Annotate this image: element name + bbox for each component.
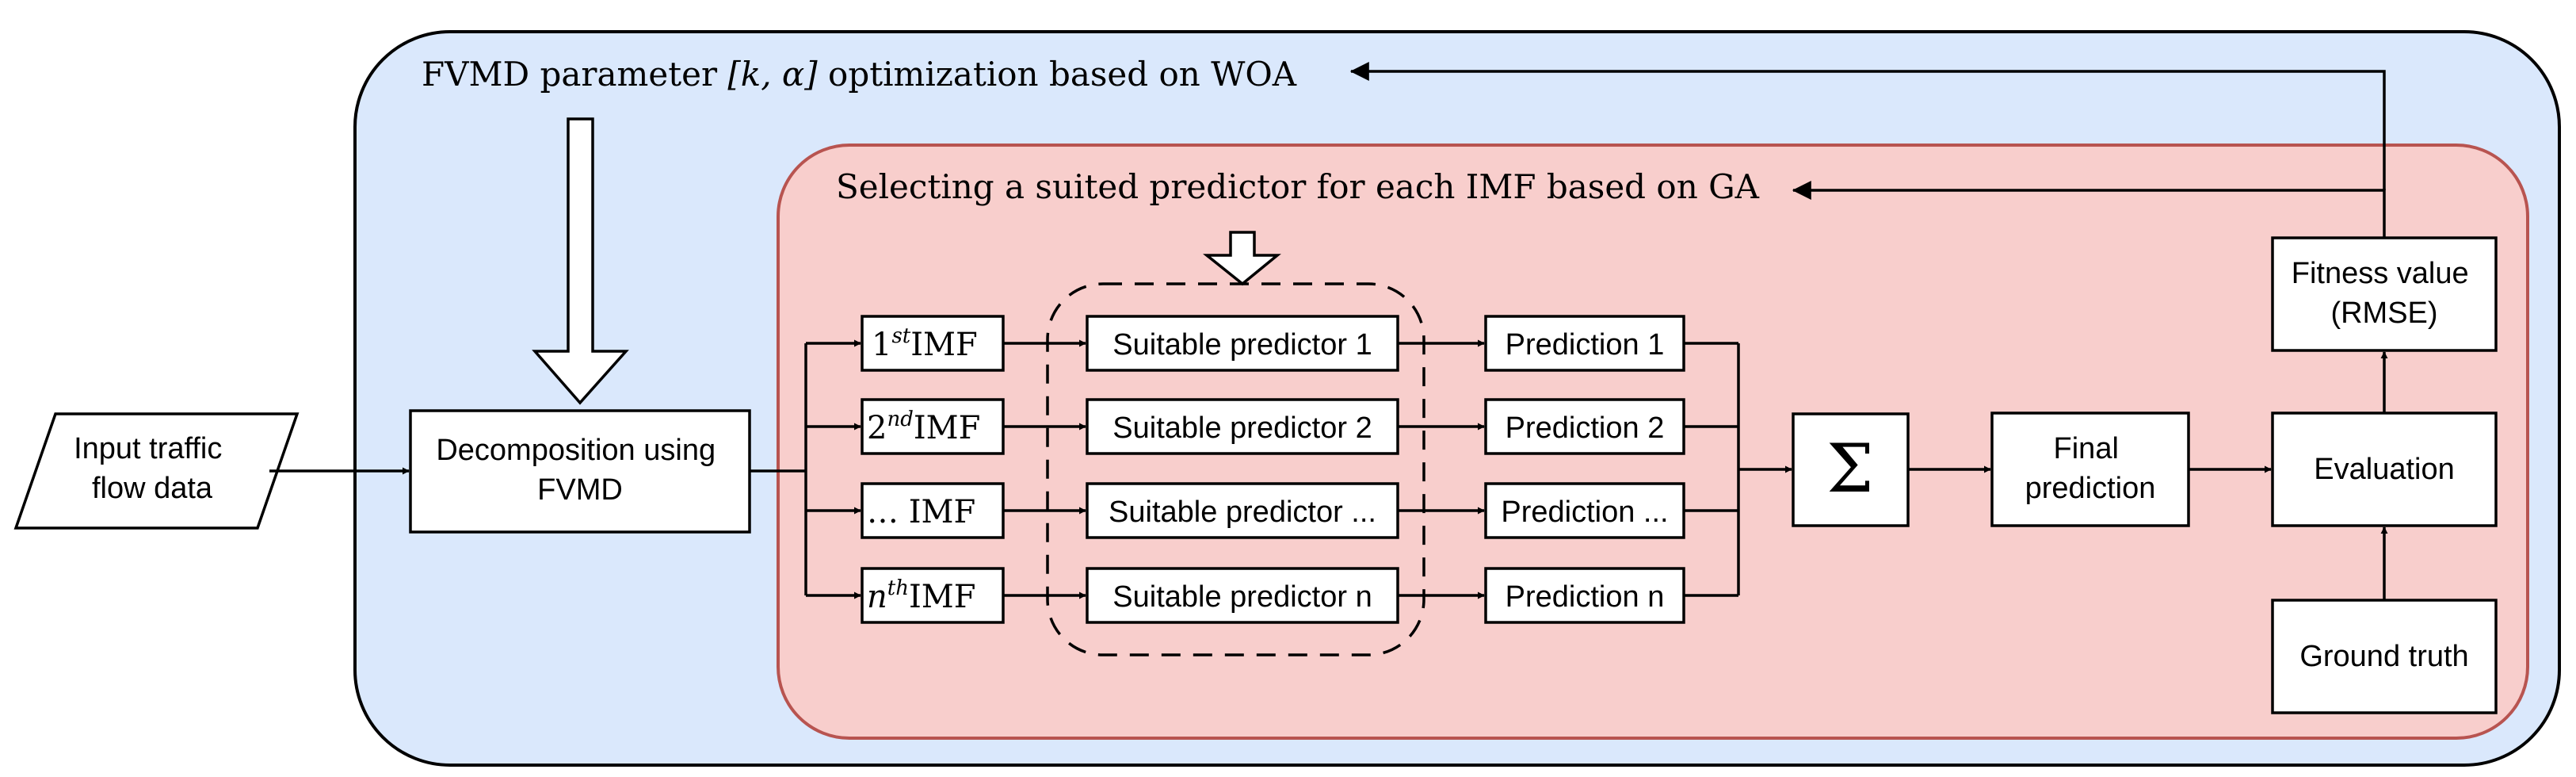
prediction-node-3: Prediction ... bbox=[1484, 482, 1685, 539]
final-prediction-node: Final prediction bbox=[1990, 411, 2190, 527]
decomposition-label: Decomposition using FVMD bbox=[436, 434, 723, 507]
svg-text:Suitable predictor 1: Suitable predictor 1 bbox=[1112, 328, 1372, 362]
ga-hollow-arrow bbox=[1203, 231, 1281, 286]
sum-node: Σ bbox=[1792, 412, 1910, 527]
prediction-node-4: Prediction n bbox=[1484, 567, 1685, 624]
svg-text:nthIMF: nthIMF bbox=[867, 576, 975, 615]
edge-fitness-woa-feedback bbox=[1349, 62, 2386, 190]
ga-region-title: Selecting a suited predictor for each IM… bbox=[836, 167, 1760, 206]
svg-text:Final prediction: Final prediction bbox=[2025, 432, 2156, 505]
svg-text:Suitable predictor 2: Suitable predictor 2 bbox=[1112, 411, 1372, 445]
svg-text:Prediction ...: Prediction ... bbox=[1501, 496, 1668, 529]
predictor-group bbox=[1046, 282, 1425, 656]
input-data-node bbox=[13, 412, 300, 530]
woa-hollow-arrow bbox=[532, 117, 629, 405]
svg-text:… IMF: … IMF bbox=[867, 494, 975, 530]
evaluation-node: Evaluation bbox=[2271, 411, 2498, 527]
prediction-node-1: Prediction 1 bbox=[1484, 315, 1685, 372]
imf-node-1: 1stIMF bbox=[861, 315, 1005, 372]
sum-symbol: Σ bbox=[1826, 430, 1873, 507]
svg-text:Suitable predictor ...: Suitable predictor ... bbox=[1109, 496, 1376, 529]
svg-text:Evaluation: Evaluation bbox=[2314, 453, 2454, 486]
svg-text:Prediction 2: Prediction 2 bbox=[1506, 411, 1665, 445]
svg-text:2ndIMF: 2ndIMF bbox=[867, 408, 980, 446]
decomposition-node bbox=[409, 409, 751, 534]
svg-text:Ground truth: Ground truth bbox=[2299, 640, 2468, 673]
ground-truth-node: Ground truth bbox=[2271, 599, 2498, 714]
svg-text:Suitable predictor n: Suitable predictor n bbox=[1112, 580, 1372, 614]
predictor-node-1: Suitable predictor 1 bbox=[1086, 315, 1399, 372]
svg-text:1stIMF: 1stIMF bbox=[872, 324, 978, 363]
input-data-label: Input traffic flow data bbox=[74, 432, 231, 505]
predictor-node-2: Suitable predictor 2 bbox=[1086, 398, 1399, 455]
predictor-node-4: Suitable predictor n bbox=[1086, 567, 1399, 624]
woa-region-title: FVMD parameter [k, α] optimization based… bbox=[422, 55, 1297, 94]
imf-node-3: … IMF bbox=[861, 482, 1005, 539]
predictor-node-3: Suitable predictor ... bbox=[1086, 482, 1399, 539]
svg-text:Fitness value (RMSE): Fitness value (RMSE) bbox=[2292, 257, 2477, 330]
svg-text:Prediction 1: Prediction 1 bbox=[1506, 328, 1665, 362]
prediction-node-2: Prediction 2 bbox=[1484, 398, 1685, 455]
imf-node-2: 2ndIMF bbox=[861, 398, 1005, 455]
imf-node-4: nthIMF bbox=[861, 567, 1005, 624]
svg-text:Prediction n: Prediction n bbox=[1506, 580, 1665, 614]
fitness-node: Fitness value (RMSE) bbox=[2271, 236, 2498, 352]
